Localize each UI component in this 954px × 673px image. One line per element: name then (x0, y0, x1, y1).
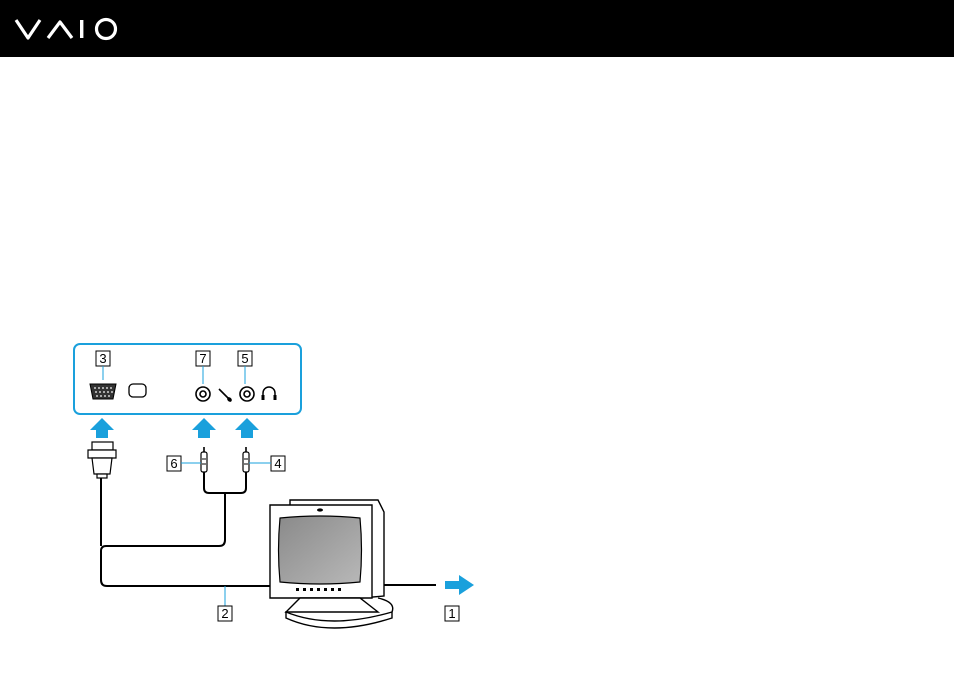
svg-text:5: 5 (241, 351, 248, 366)
svg-text:7: 7 (199, 351, 206, 366)
arrow-icon (445, 575, 474, 595)
headphones-icon (262, 387, 277, 400)
callout-4: 4 (249, 456, 285, 471)
svg-text:2: 2 (221, 606, 228, 621)
svg-text:3: 3 (99, 351, 106, 366)
callout-5: 5 (238, 351, 252, 366)
vga-port-icon (90, 384, 116, 399)
svg-text:6: 6 (170, 456, 177, 471)
microphone-icon (219, 389, 233, 403)
svg-text:4: 4 (274, 456, 281, 471)
callout-2: 2 (218, 586, 232, 621)
arrow-icon (90, 418, 259, 438)
monitor-symbol-icon (129, 384, 146, 397)
callout-6: 6 (167, 456, 201, 471)
vga-plug (88, 442, 116, 478)
callout-1: 1 (445, 606, 459, 621)
headphone-jack-icon (240, 387, 254, 401)
audio-plug-headphone (243, 447, 249, 472)
audio-plug-mic (201, 447, 207, 472)
callout-7: 7 (196, 351, 210, 366)
microphone-jack-icon (196, 387, 210, 401)
svg-text:1: 1 (448, 606, 455, 621)
display-monitor-icon (270, 500, 393, 628)
callout-3: 3 (96, 351, 110, 366)
